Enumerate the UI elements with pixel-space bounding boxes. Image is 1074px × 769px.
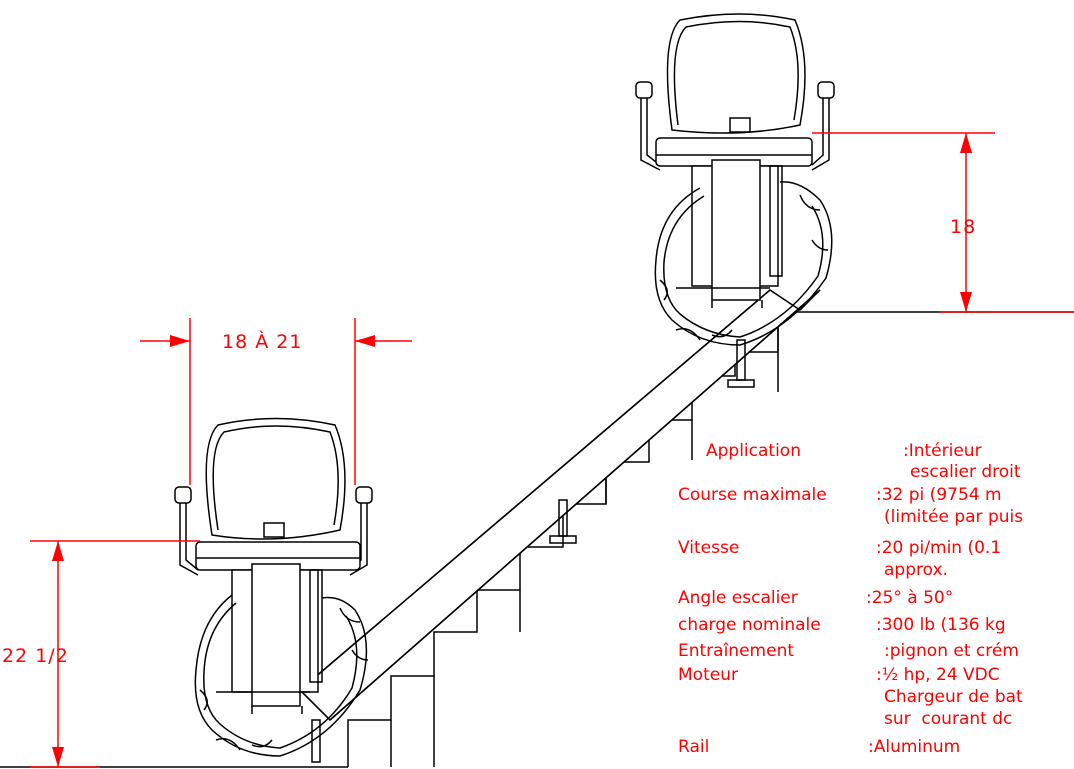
spec-moteur-value-3: sur courant dc	[884, 709, 1012, 729]
spec-entrainement-label: Entraînement	[678, 641, 794, 661]
top-seat-height-label: 18	[950, 216, 976, 238]
spec-charge-value: :300 lb (136 kg	[876, 615, 1006, 635]
spec-vitesse-label: Vitesse	[678, 538, 739, 558]
spec-rail-label: Rail	[678, 737, 709, 757]
chair-lower	[174, 417, 373, 757]
spec-rail-value: :Aluminum	[868, 737, 960, 757]
spec-application-value-2: escalier droit	[910, 462, 1021, 482]
bottom-seat-height-label: 22 1/2	[2, 645, 69, 667]
dimension-bottom-seat-height: 22 1/2	[2, 540, 200, 768]
spec-angle-label: Angle escalier	[678, 588, 798, 608]
seat-width-label: 18 À 21	[222, 330, 302, 353]
spec-entrainement-value: :pignon et crém	[884, 641, 1019, 661]
spec-application-label: Application	[706, 441, 801, 461]
spec-charge-label: charge nominale	[678, 615, 821, 635]
spec-application-value: :Intérieur	[903, 441, 982, 461]
spec-moteur-value-2: Chargeur de bat	[884, 687, 1023, 707]
spec-course-value-2: (limitée par puis	[884, 507, 1023, 527]
dimension-top-seat-height: 18	[812, 132, 1074, 313]
specifications-block: Application :Intérieur escalier droit Co…	[678, 441, 1023, 757]
spec-moteur-value: :½ hp, 24 VDC	[876, 665, 1000, 685]
spec-moteur-label: Moteur	[678, 665, 738, 685]
rail-post-middle	[549, 499, 577, 544]
rail-post-upper	[727, 339, 755, 388]
dimension-seat-width: 18 À 21	[140, 318, 412, 485]
spec-course-label: Course maximale	[678, 485, 827, 505]
rail	[298, 289, 821, 763]
chair-upper	[635, 13, 835, 346]
spec-course-value: :32 pi (9754 m	[876, 485, 1002, 505]
spec-vitesse-value-2: approx.	[884, 560, 948, 580]
spec-vitesse-value: :20 pi/min (0.1	[876, 538, 1001, 558]
spec-angle-value: :25° à 50°	[866, 588, 953, 608]
